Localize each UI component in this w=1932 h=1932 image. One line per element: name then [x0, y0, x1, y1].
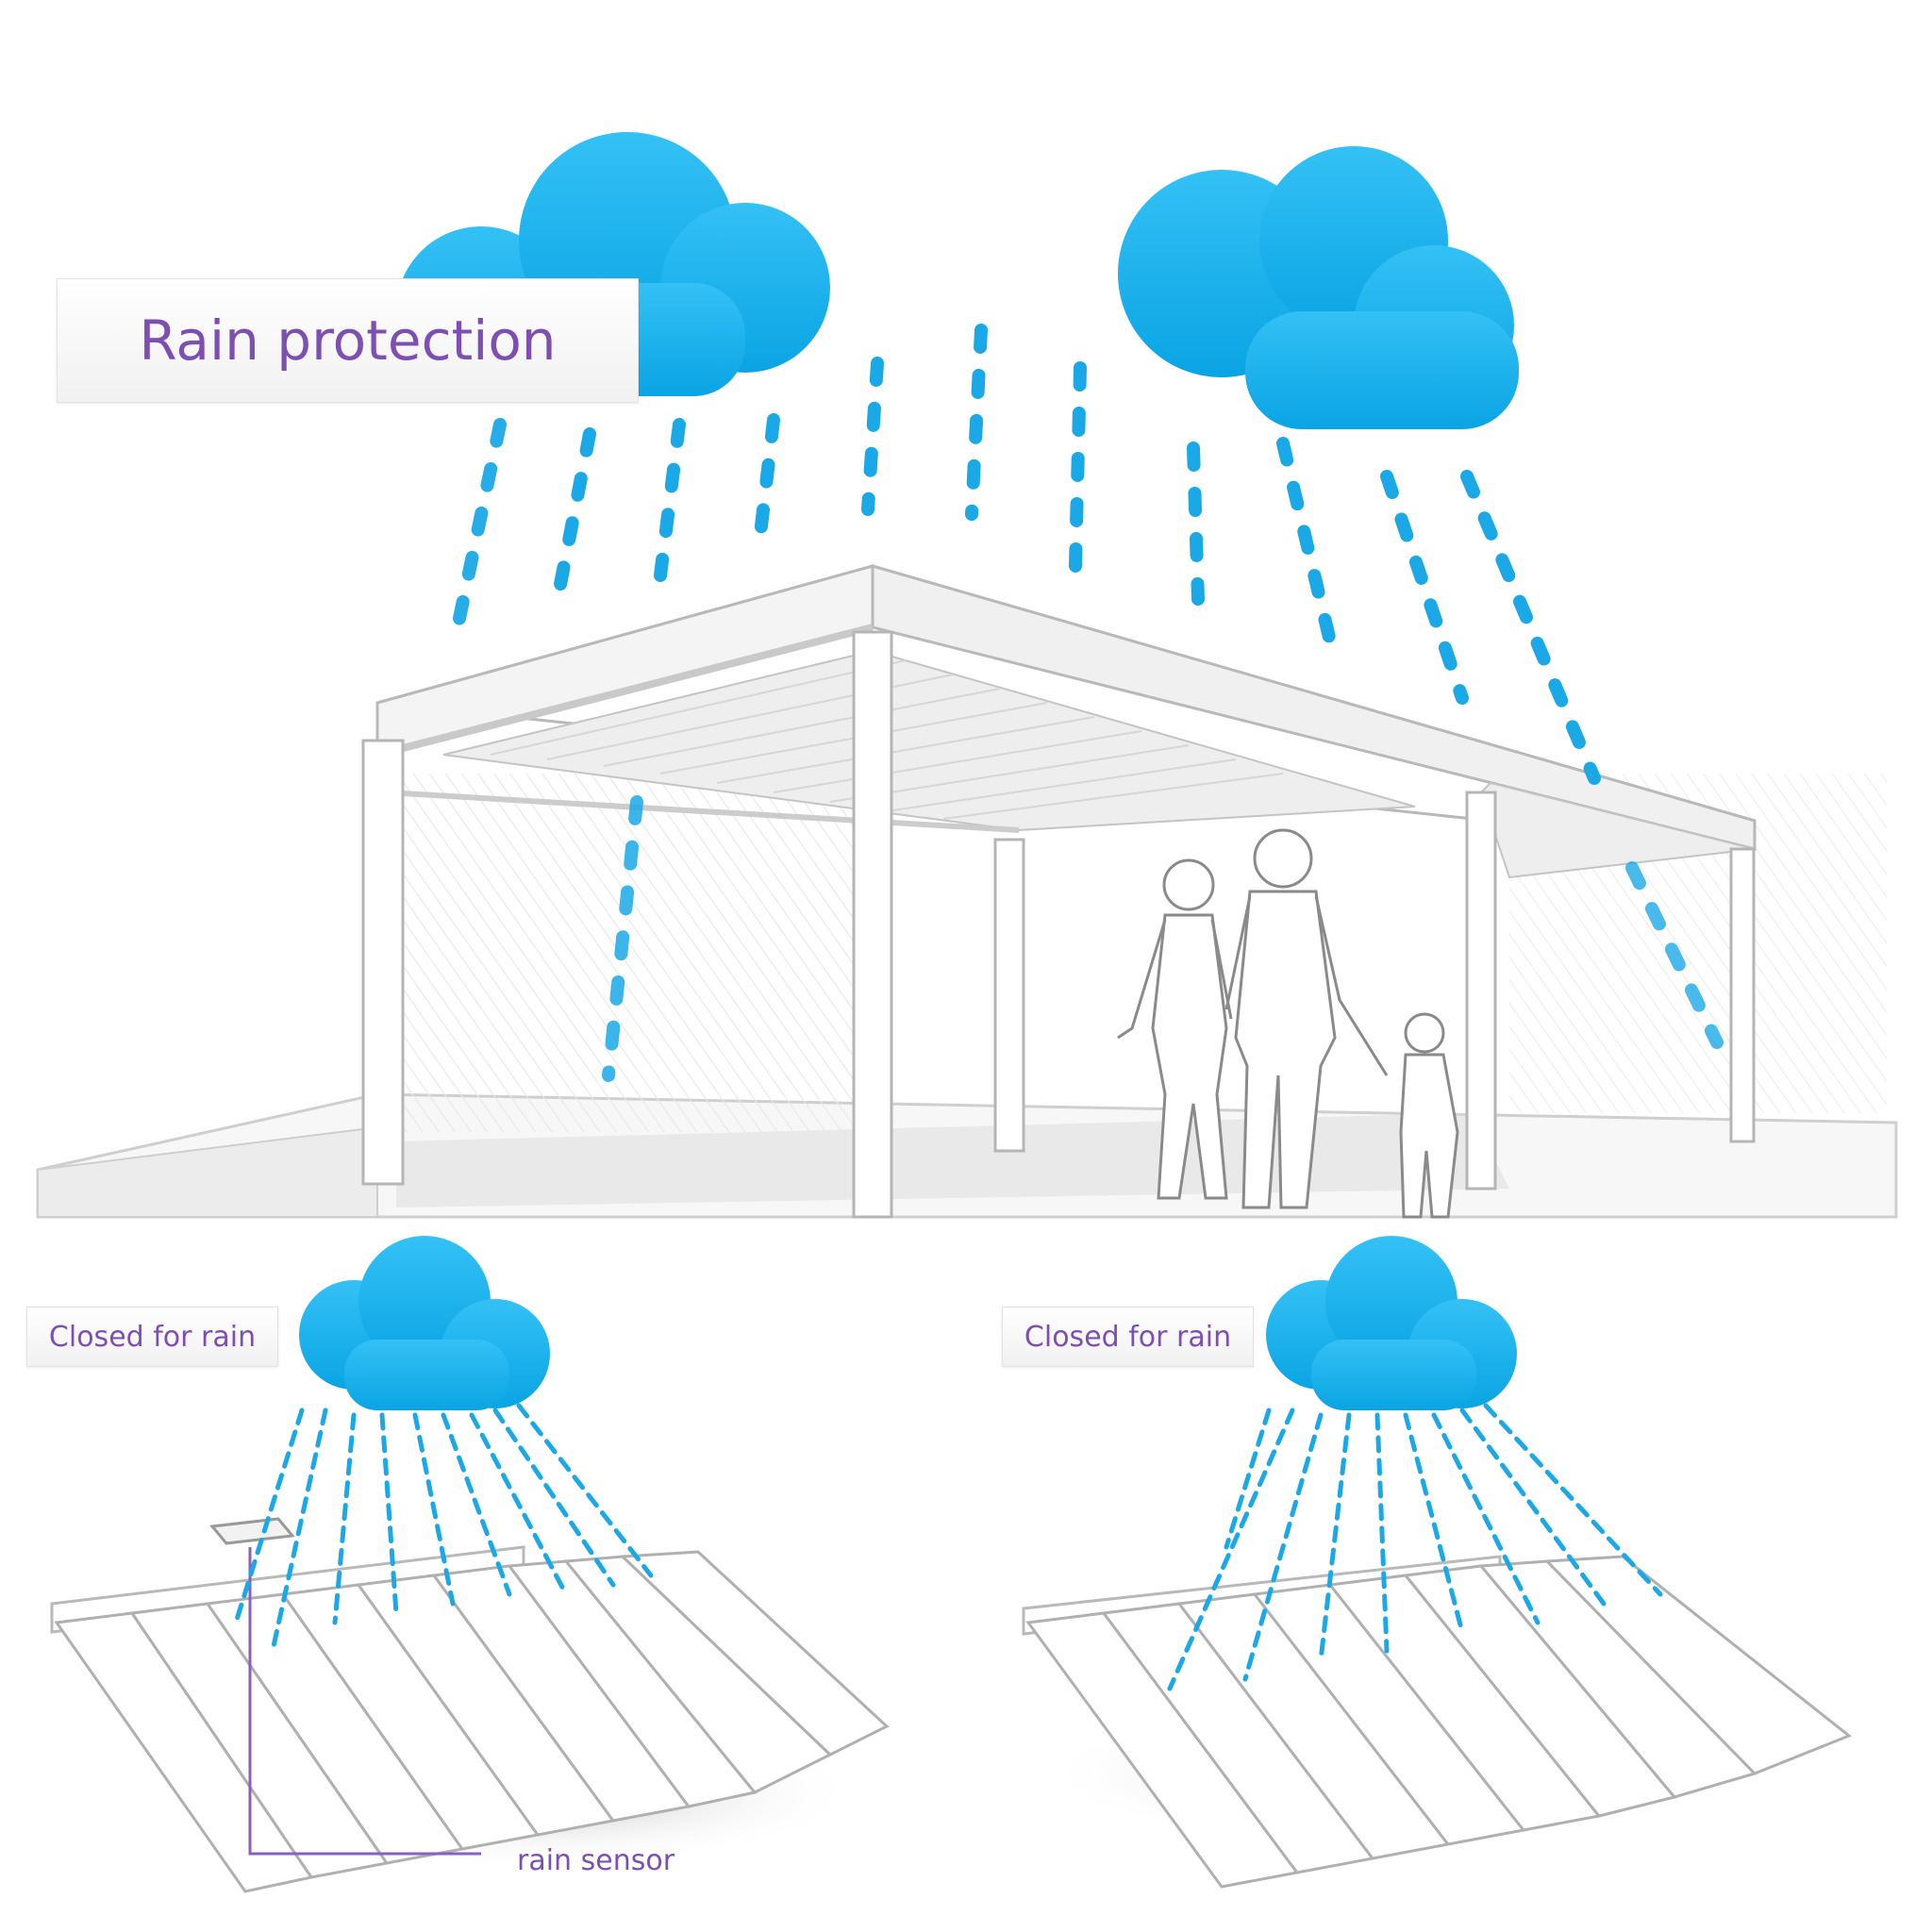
post-back-center: [993, 838, 1025, 1153]
post-front-left: [361, 739, 405, 1186]
beam-mid: [386, 790, 1020, 833]
rain-drop-icon: [451, 324, 1724, 1082]
caption-right: Closed for rain: [1002, 1307, 1254, 1367]
cloud-icon: [1118, 146, 1519, 429]
louver-panel: [442, 649, 1416, 832]
louver-blade: [619, 1550, 890, 1757]
page-title: Rain protection: [57, 278, 639, 403]
rain-sensor-label: rain sensor: [517, 1844, 675, 1877]
rain-drop-icon: [233, 1403, 654, 1649]
louver-blade: [1543, 1555, 1852, 1775]
post-far-right: [1729, 847, 1756, 1143]
floor-shadow: [396, 1113, 1509, 1208]
cloud-icon: [1266, 1236, 1517, 1410]
rain-sensor-device: [209, 1517, 295, 1545]
closed-louvers-right: [1022, 1236, 1852, 1889]
sensor-callout-line: [248, 1547, 481, 1856]
back-wall-hatch: [396, 774, 868, 1132]
person-child: [1399, 1012, 1459, 1219]
caption-left: Closed for rain: [26, 1307, 278, 1367]
pergola-scene: [36, 132, 1898, 1219]
person-man: [1224, 828, 1389, 1209]
ground-front-edge: [37, 1125, 378, 1218]
rain-drop-icon: [1167, 1403, 1663, 1691]
louver-lines: [490, 659, 1284, 820]
beam-front: [376, 624, 874, 758]
person-woman: [1117, 858, 1233, 1200]
people-silhouettes: [1117, 828, 1459, 1219]
cloud-icon: [299, 1236, 550, 1410]
post-front-center: [852, 630, 893, 1219]
post-back-right: [1465, 791, 1497, 1191]
closed-louvers-left: [50, 1236, 890, 1893]
